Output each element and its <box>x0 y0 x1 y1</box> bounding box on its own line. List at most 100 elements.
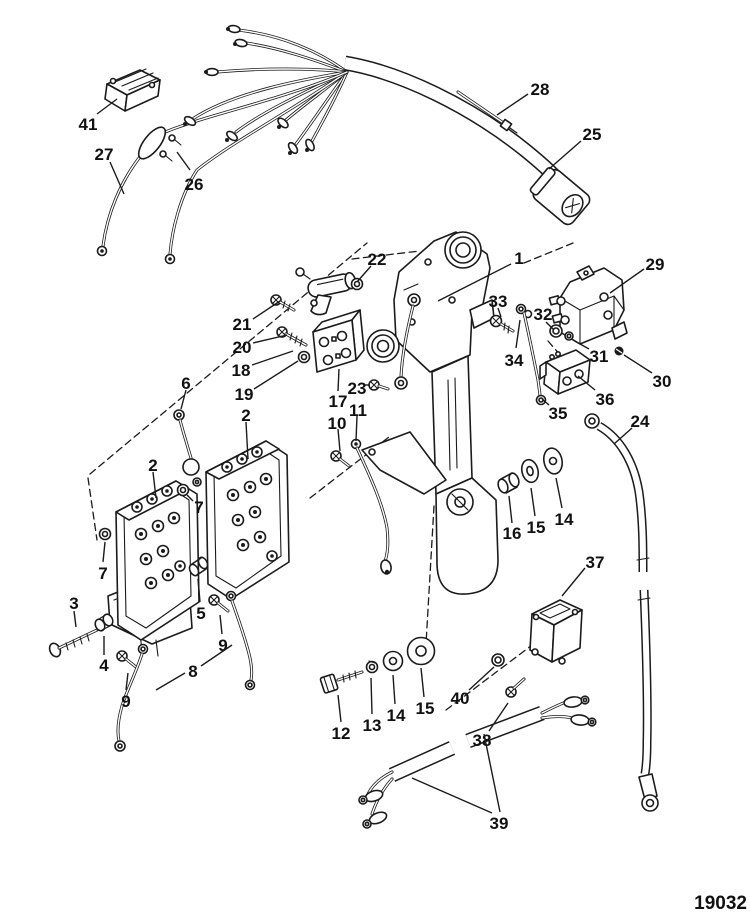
callout-5: 5 <box>196 604 205 623</box>
callout-26: 26 <box>185 175 204 194</box>
spacer-5 <box>188 556 209 577</box>
washer-31 <box>564 331 574 341</box>
callout-8: 8 <box>188 662 197 681</box>
callout-36: 36 <box>596 390 615 409</box>
callout-leader-9 <box>219 614 223 635</box>
callout-leader-39 <box>411 777 493 814</box>
callout-leader-40 <box>468 666 495 691</box>
washer-14-mid <box>542 447 564 475</box>
callout-leader-13 <box>370 677 373 715</box>
callout-leader-37 <box>561 567 586 597</box>
callout-leader-28 <box>496 93 529 116</box>
callout-31: 31 <box>590 347 609 366</box>
callout-7: 7 <box>194 498 203 517</box>
screw-30 <box>614 346 624 356</box>
nut-40 <box>491 653 505 667</box>
callout-leader-7 <box>102 541 106 563</box>
callout-leader-2 <box>152 471 157 499</box>
wire-35 <box>522 311 547 406</box>
bracket-jumper <box>394 293 421 390</box>
callout-22: 22 <box>368 250 387 269</box>
screw-38 <box>505 677 526 698</box>
callout-9: 9 <box>121 692 130 711</box>
wire-terminals <box>96 24 315 265</box>
callout-leader-36 <box>577 375 596 391</box>
washer-14-bottom <box>382 650 404 672</box>
screw-33 <box>489 314 515 334</box>
nut-7-upper <box>176 483 190 497</box>
callout-30: 30 <box>653 372 672 391</box>
battery-cable-24 <box>584 413 659 812</box>
callout-leader-32 <box>545 321 554 330</box>
mounting-bracket <box>361 231 499 595</box>
switch-assembly-22 <box>295 267 364 316</box>
callout-13: 13 <box>363 716 382 735</box>
fuse-screws <box>159 134 182 162</box>
callout-leader-31 <box>572 339 590 350</box>
callout-33: 33 <box>489 292 508 311</box>
fuse-holder <box>137 126 167 160</box>
callout-leader-15 <box>530 487 536 517</box>
callout-leader-6 <box>180 389 187 410</box>
callout-21: 21 <box>233 315 252 334</box>
callout-6: 6 <box>181 374 190 393</box>
terminal-plate-rear <box>205 440 290 600</box>
callout-28: 28 <box>531 80 550 99</box>
callout-leader-9 <box>125 672 129 691</box>
cable-assembly-39 <box>358 695 597 829</box>
callout-leader-22 <box>356 265 372 283</box>
callout-leader-29 <box>609 268 645 294</box>
callout-14: 14 <box>555 510 574 529</box>
nut-7-lower <box>98 527 112 541</box>
drawing-number: 19032 <box>694 893 747 912</box>
callout-leader-16 <box>508 495 513 524</box>
callout-32: 32 <box>534 305 553 324</box>
callout-23: 23 <box>348 379 367 398</box>
callout-1: 1 <box>514 249 523 268</box>
callout-leader-8 <box>155 672 186 691</box>
callout-leader-26 <box>176 151 191 171</box>
nut-32 <box>549 324 563 338</box>
callout-41: 41 <box>79 115 98 134</box>
harness-connector <box>529 166 591 226</box>
callout-leader-41 <box>96 98 118 115</box>
callout-leader-34 <box>515 319 521 349</box>
callout-leader-20 <box>252 334 288 344</box>
callout-leader-27 <box>109 161 125 195</box>
callout-11: 11 <box>349 401 367 420</box>
callout-leader-12 <box>337 694 342 723</box>
wire-11 <box>350 438 392 575</box>
callout-27: 27 <box>95 145 114 164</box>
callout-24: 24 <box>631 412 650 431</box>
screws-left-cluster <box>270 294 311 364</box>
callout-leader-10 <box>337 428 341 452</box>
callout-4: 4 <box>99 656 109 675</box>
callout-14: 14 <box>387 706 406 725</box>
callout-leader-33 <box>497 307 502 318</box>
callout-leader-14 <box>392 674 396 705</box>
lock-washer-13 <box>365 660 379 674</box>
callout-leader-8 <box>200 644 233 667</box>
callout-leader-21 <box>252 300 281 320</box>
callout-34: 34 <box>505 351 524 370</box>
washer-15-bottom <box>406 636 436 666</box>
callout-leader-11 <box>355 415 358 442</box>
plate-studs <box>131 485 186 590</box>
terminal-block-17 <box>312 309 365 373</box>
callout-leader-5 <box>197 578 201 603</box>
callout-9: 9 <box>218 636 227 655</box>
starter-solenoid <box>548 265 628 345</box>
washer-15-mid <box>520 458 540 484</box>
callout-15: 15 <box>416 699 435 718</box>
spacer-16 <box>497 472 520 494</box>
callout-3: 3 <box>69 594 78 613</box>
screw-23 <box>368 379 390 391</box>
callout-leader-39 <box>483 733 501 813</box>
callout-2: 2 <box>148 456 157 475</box>
screw-9-left <box>116 650 138 669</box>
callout-38: 38 <box>473 731 492 750</box>
callout-19: 19 <box>235 385 254 404</box>
callout-2: 2 <box>241 406 250 425</box>
